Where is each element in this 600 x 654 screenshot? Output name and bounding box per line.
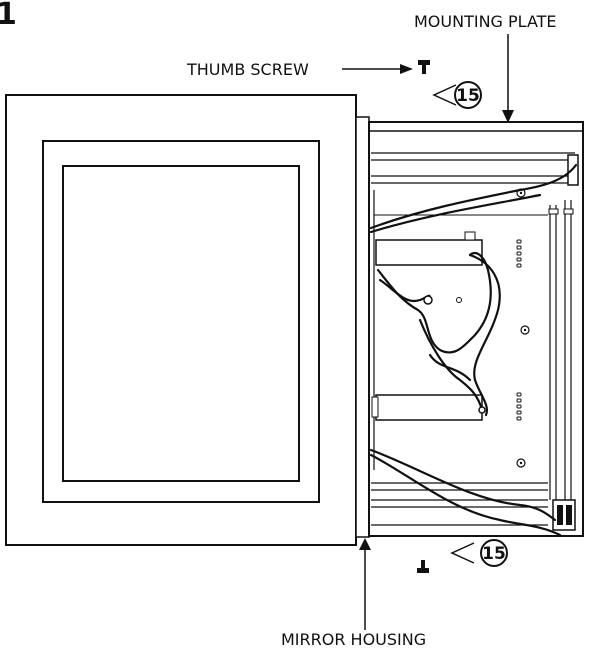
label-thumb-screw: THUMB SCREW	[186, 60, 309, 79]
figure-number: 1	[0, 0, 17, 32]
callout-15-bottom-number: 15	[482, 544, 506, 564]
label-mounting-plate: MOUNTING PLATE	[414, 12, 557, 31]
mirror-housing-leader	[359, 538, 371, 630]
callout-15-top: 15	[432, 81, 482, 109]
callout-15-top-number: 15	[456, 86, 480, 106]
mirror-frame	[5, 94, 357, 546]
thumb-screw-leader	[342, 64, 413, 74]
thumb-screw-top-icon	[418, 60, 430, 74]
mounting-plate-cabinet	[368, 121, 584, 537]
callout-15-bottom: 15	[450, 539, 508, 567]
thumb-screw-bottom-icon	[417, 560, 429, 573]
mirror-housing-edge	[355, 116, 370, 538]
mounting-plate-leader	[502, 34, 514, 123]
label-mirror-housing: MIRROR HOUSING	[281, 630, 426, 649]
